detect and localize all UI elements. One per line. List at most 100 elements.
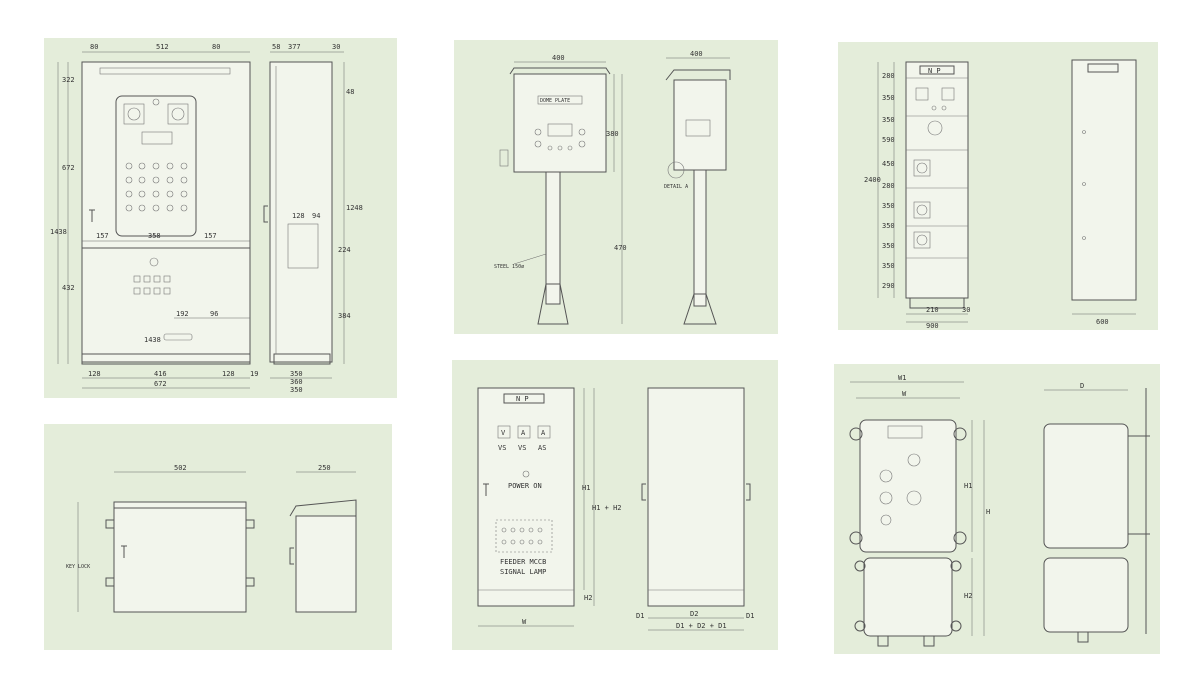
tall-dim-6: 280 [882,182,895,190]
tall-dim-1: 280 [882,72,895,80]
feeder-cabinet-side [647,387,745,607]
dim-side-3: 128 [292,212,305,220]
dim-side-top-3: 30 [332,43,340,51]
feeder-handle [483,483,489,496]
feeder-side-total: D1 + D2 + D1 [676,622,727,630]
dim-side-bottom-4: 350 [290,386,303,394]
meter-a1 [517,425,531,439]
tall-np-label: N P [928,67,941,75]
dim-pole-height: 470 [614,244,627,252]
wall-box-side-roof [289,499,357,517]
tall-cabinet-front [905,61,969,299]
dim-box-width: 400 [552,54,565,62]
panel-junction-box: W1 W H1 H H2 D [834,364,1160,654]
switch-grid [125,162,188,212]
junction-dim-h1: H1 [964,482,972,490]
dim-mid-3: 157 [204,232,217,240]
door-handle-front [89,209,95,222]
dim-side-depth: 400 [690,50,703,58]
junction-box-drawing: W1 W H1 H H2 D [849,374,1150,647]
feeder-lamp-box [495,519,553,553]
feeder-cabinet-drawing: N P V A A VS VS AS POWER ON FEEDER MCCB … [477,387,754,631]
tall-dim-bottom-3: 900 [926,322,939,330]
cabinet-side-body [269,61,333,363]
tall-dim-7: 350 [882,202,895,210]
wall-box-side [295,515,357,613]
panel-tall-cabinet: N P 280 350 350 590 450 280 350 350 350 … [838,42,1158,330]
cabinet-plinth [81,353,251,365]
dim-left-4: 432 [62,284,75,292]
pole-box-side [673,79,727,171]
feeder-np-plate [503,393,545,404]
tall-dim-total: 2400 [864,176,881,184]
tall-cabinet-drawing: N P 280 350 350 590 450 280 350 350 350 … [864,59,1137,330]
meter-right-dial [171,107,185,121]
junction-dim-d: D [1080,382,1084,390]
lower-indicator [149,257,159,267]
dim-side-6: 384 [338,312,351,320]
dim-left-2: 672 [62,164,75,172]
pole-box-side-roof [665,69,731,81]
junction-dim-h: H [986,508,990,516]
pole-box-side-plug [499,149,509,167]
upper-control-panel [115,95,197,237]
counter-grid [141,131,173,145]
tall-dim-5: 450 [882,160,895,168]
power-on-label: POWER ON [508,482,542,490]
dim-mid-1: 157 [96,232,109,240]
pole-label: STEEL 150ø [494,264,524,270]
dim-top-3: 80 [212,43,220,51]
junction-dim-h2: H2 [964,592,972,600]
tall-side-dim: 600 [1096,318,1109,326]
dim-lower-3: 1438 [144,336,161,344]
pole-side-base [683,293,717,325]
tall-np-plate [919,65,955,75]
feeder-cabinet-front [477,387,575,607]
feeder-side-d1-left: D1 [636,612,644,620]
dim-side-bottom-3: 360 [290,378,303,386]
tall-dim-9: 350 [882,242,895,250]
wall-box-lock [121,545,127,558]
dim-lower-1: 192 [176,310,189,318]
pole-box-buttons [534,128,586,151]
junction-dim-w: W [902,390,907,398]
side-window [287,223,319,269]
wall-box-lock-label: KEY LOCK [66,564,90,570]
wall-box-front [113,501,247,613]
panel-wall-box: 502 KEY LOCK 250 [44,424,392,650]
detail-a-label: DETAIL A [664,184,688,190]
pole-box-drawing: DOME PLATE 400 380 470 STEEL 150ø DETAIL… [494,50,731,325]
meter-v-label: V [501,429,506,437]
dim-side-top-1: 58 [272,43,280,51]
meter-a2-label: A [541,429,546,437]
dim-bottom-4: 672 [154,380,167,388]
tall-dim-10: 350 [882,262,895,270]
dim-side-1: 48 [346,88,354,96]
feeder-dim-h1: H1 [582,484,590,492]
feeder-dim-w: W [522,618,527,626]
pole-base [537,283,569,325]
tall-dim-2: 350 [882,94,895,102]
dim-bottom-2: 416 [154,370,167,378]
dim-side-5: 224 [338,246,351,254]
dim-side-bottom-2: 350 [290,370,303,378]
feeder-dim-h1h2: H1 + H2 [592,504,622,512]
feeder-lamps [501,527,543,545]
junction-side-upper [1043,423,1129,549]
wall-box-depth-dim: 250 [318,464,331,472]
pole-box-side-window [685,119,711,137]
junction-side-lower [1043,557,1129,633]
panel-pole-box: DOME PLATE 400 380 470 STEEL 150ø DETAIL… [454,40,778,334]
meter-a1-label: A [521,429,526,437]
tall-dim-11: 290 [882,282,895,290]
dim-side-4: 94 [312,212,320,220]
dim-box-height: 380 [606,130,619,138]
meter-left-dial [127,107,141,121]
pole-box-roof [509,67,611,75]
tall-dim-4: 590 [882,136,895,144]
junction-upper-housing [859,419,957,553]
dim-left-1: 322 [62,76,75,84]
dim-top-1: 80 [90,43,98,51]
meter-v [497,425,511,439]
meter-left [123,103,145,125]
